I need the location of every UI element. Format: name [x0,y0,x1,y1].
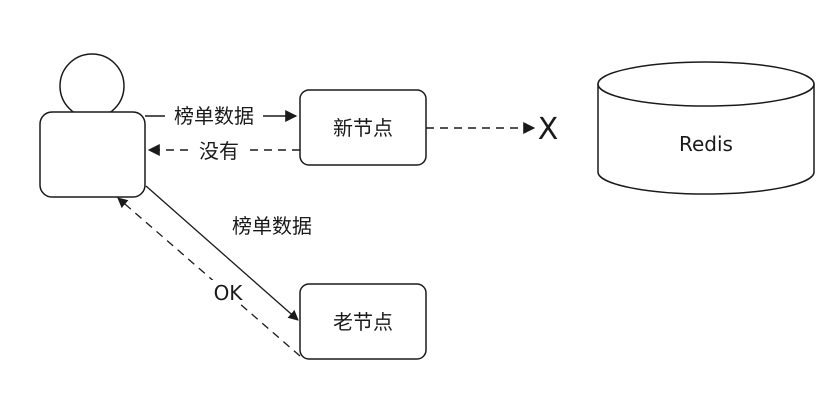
edge-reply-old: OK [117,197,301,357]
user-head [59,53,125,119]
redis-label: Redis [679,132,733,156]
edge-reply-new: 没有 [147,137,300,163]
old-node-box: 老节点 [299,283,427,360]
new-node-box: 新节点 [299,89,427,166]
user-body [39,111,146,198]
edge-write-old-label: 榜单数据 [232,214,312,238]
blocked-x-icon: X [538,112,559,147]
user-icon [39,53,146,198]
redis-database-icon: Redis [597,61,815,195]
edge-write-new: 榜单数据 [145,103,298,129]
edge-write-old [145,185,299,321]
edge-reply-old-label: OK [214,281,244,305]
edge-write-new-label: 榜单数据 [174,104,254,128]
edge-new-to-redis: X [426,112,558,147]
old-node-label: 老节点 [333,310,393,334]
new-node-label: 新节点 [333,116,393,140]
edge-reply-new-label: 没有 [199,139,239,163]
